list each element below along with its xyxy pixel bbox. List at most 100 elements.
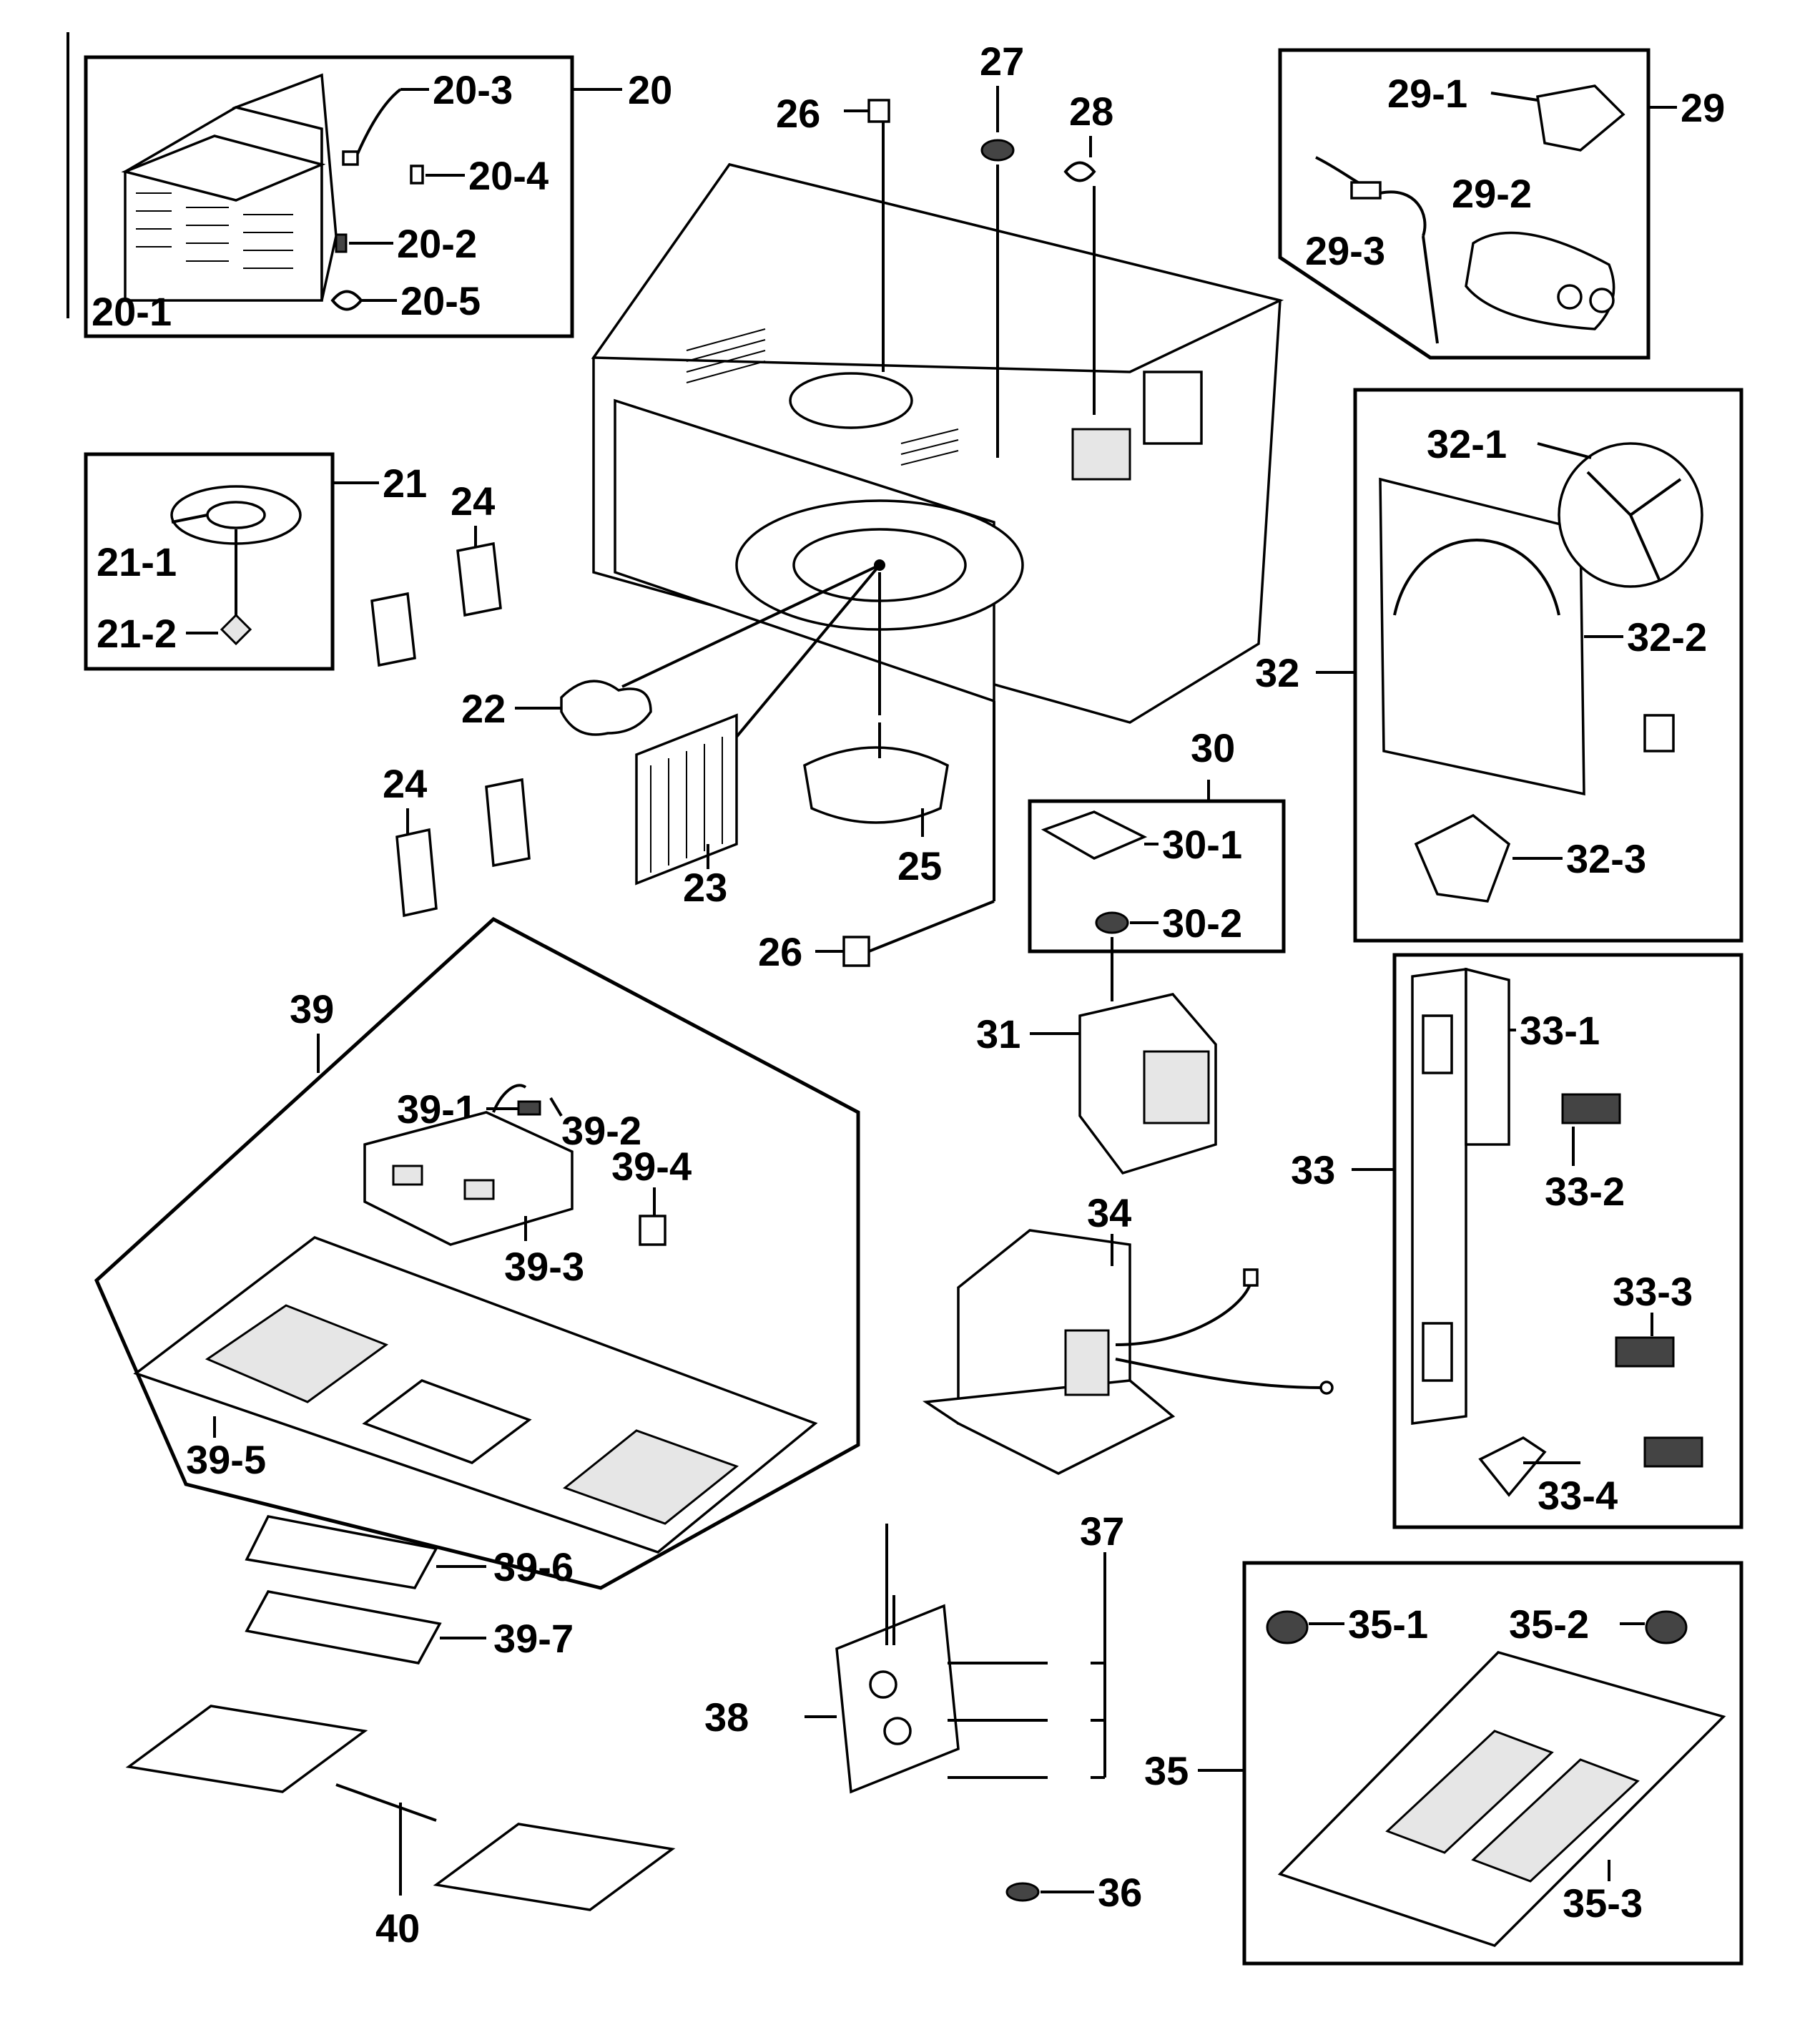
- callout-35-3: 35-3: [1563, 1881, 1643, 1926]
- callout-26-top: 26: [776, 91, 820, 136]
- bracket-24-d: [485, 778, 531, 868]
- connector-20-3: [342, 150, 359, 166]
- pcb-component-b: [883, 1717, 912, 1745]
- callout-20-2: 20-2: [397, 221, 477, 266]
- switch-33-x: [1643, 1436, 1703, 1468]
- diode-29-3: [1350, 181, 1382, 200]
- transformer-wire-b: [1115, 1358, 1324, 1389]
- cavity-bracket: [1071, 428, 1131, 481]
- fan-blade-spokes: [1586, 471, 1682, 580]
- bracket-24-c: [395, 828, 438, 918]
- switch-33-3: [1615, 1336, 1675, 1368]
- callout-35: 35: [1144, 1748, 1189, 1793]
- part-26-top: 26: [776, 91, 890, 372]
- part-24-brackets: 24 24: [370, 479, 531, 918]
- callout-31: 31: [976, 1011, 1020, 1056]
- callout-35-2: 35-2: [1509, 1602, 1589, 1647]
- callout-30-1: 30-1: [1162, 822, 1242, 867]
- callout-39-7: 39-7: [493, 1616, 574, 1661]
- callout-21: 21: [383, 461, 427, 506]
- part-40-filters: 40: [125, 1705, 676, 1951]
- leader-26-bottom-cavity: [868, 900, 995, 953]
- part-34-transformer: 34: [922, 1190, 1334, 1475]
- callout-33-1: 33-1: [1520, 1008, 1600, 1053]
- group-32-frame: [1353, 388, 1743, 943]
- capacitor-terminal-a: [1557, 284, 1583, 310]
- screw-36: [1005, 1882, 1040, 1902]
- callout-35-1: 35-1: [1348, 1602, 1428, 1647]
- group-30-mount: 30 30-1 30-2: [1028, 725, 1286, 953]
- thermostat-26-top: [867, 99, 890, 123]
- callout-33-3: 33-3: [1613, 1269, 1693, 1314]
- callout-28: 28: [1069, 89, 1113, 134]
- group-29-frame: [1278, 48, 1651, 360]
- callout-22: 22: [461, 686, 506, 731]
- capacitor-terminal-b: [1589, 288, 1615, 313]
- callout-36: 36: [1098, 1870, 1142, 1915]
- vent-left: [205, 1304, 389, 1403]
- transformer-terminal-b: [1319, 1381, 1334, 1395]
- thermostat-35-2: [1645, 1610, 1688, 1644]
- callout-33: 33: [1291, 1147, 1335, 1192]
- lever-33-4: [1478, 1436, 1547, 1497]
- callout-25: 25: [897, 843, 942, 888]
- leader-29-1: [1490, 92, 1538, 102]
- transformer-terminal-a: [1243, 1268, 1259, 1287]
- part-39-1: [517, 1100, 541, 1116]
- callout-20-4: 20-4: [468, 153, 549, 198]
- filter-40-a: [125, 1705, 368, 1793]
- callout-32-1: 32-1: [1427, 421, 1507, 466]
- callout-34: 34: [1087, 1190, 1131, 1235]
- stirrer-cover: [789, 372, 913, 429]
- plate-rib-a: [1385, 1730, 1554, 1854]
- group-33-latch: 33 33-1 33-2 33-3 33-4: [1291, 953, 1743, 1529]
- callout-32: 32: [1255, 650, 1299, 695]
- callout-21-1: 21-1: [97, 539, 177, 584]
- transformer-coil: [1064, 1329, 1110, 1396]
- callout-29-2: 29-2: [1452, 171, 1532, 216]
- switch-33-2: [1561, 1093, 1621, 1124]
- fan-housing-curve: [1393, 539, 1560, 616]
- lamp-slot-a: [392, 1165, 423, 1186]
- fan-housing-32-2: [1379, 477, 1585, 796]
- cavity-mount: [1143, 371, 1203, 445]
- callout-27: 27: [980, 39, 1024, 84]
- part-21-2: [220, 613, 252, 646]
- filter-link: [335, 1783, 437, 1822]
- group-39-frame: [94, 916, 860, 1590]
- leader-32-1: [1537, 442, 1592, 459]
- callout-30: 30: [1191, 725, 1235, 770]
- callout-39-5: 39-5: [186, 1437, 266, 1482]
- callout-39-4: 39-4: [611, 1144, 692, 1189]
- bracket-29-1: [1536, 84, 1625, 152]
- group-35-bottom-plate: 35 35-1 35-2 35-3: [1144, 1561, 1743, 1966]
- group-33-frame: [1392, 953, 1743, 1529]
- callout-20-3: 20-3: [433, 67, 513, 112]
- group-39-base: 39 39-1 39-2 39-3 39-4 39-5 39-6 39-7: [94, 916, 860, 1664]
- leader-29-3-cap: [1422, 235, 1439, 344]
- motor-25: [803, 746, 949, 824]
- lamp-housing-39-3: [363, 1111, 574, 1246]
- group-21-stirrer: 21 21-1 21-2: [84, 452, 427, 671]
- thermostat-26-bottom: [842, 936, 870, 967]
- callout-39-3: 39-3: [504, 1244, 584, 1289]
- part-27: 27: [980, 39, 1024, 458]
- roller-22: [560, 680, 652, 736]
- callout-23: 23: [683, 865, 727, 910]
- parts-36-38: 38 37 36: [704, 1509, 1142, 1915]
- outer-case-part: [121, 73, 338, 302]
- callout-26-bottom: 26: [758, 929, 802, 974]
- leader-22-cavity: [621, 564, 880, 688]
- callout-20-5: 20-5: [400, 278, 481, 323]
- group-29-capacitor: 29 29-1 29-2 29-3: [1278, 48, 1725, 360]
- cavity-vents: [686, 328, 959, 466]
- latch-slot-a: [1422, 1014, 1453, 1074]
- grill-23-mesh: [650, 737, 723, 873]
- leader-39-2: [549, 1097, 563, 1117]
- callout-30-2: 30-2: [1162, 901, 1242, 946]
- magnetron-core: [1143, 1050, 1210, 1124]
- thermostat-27: [980, 139, 1015, 162]
- pcb-38: [835, 1604, 960, 1794]
- main-cavity-assembly: [591, 163, 1284, 901]
- callout-39-2: 39-2: [561, 1108, 641, 1153]
